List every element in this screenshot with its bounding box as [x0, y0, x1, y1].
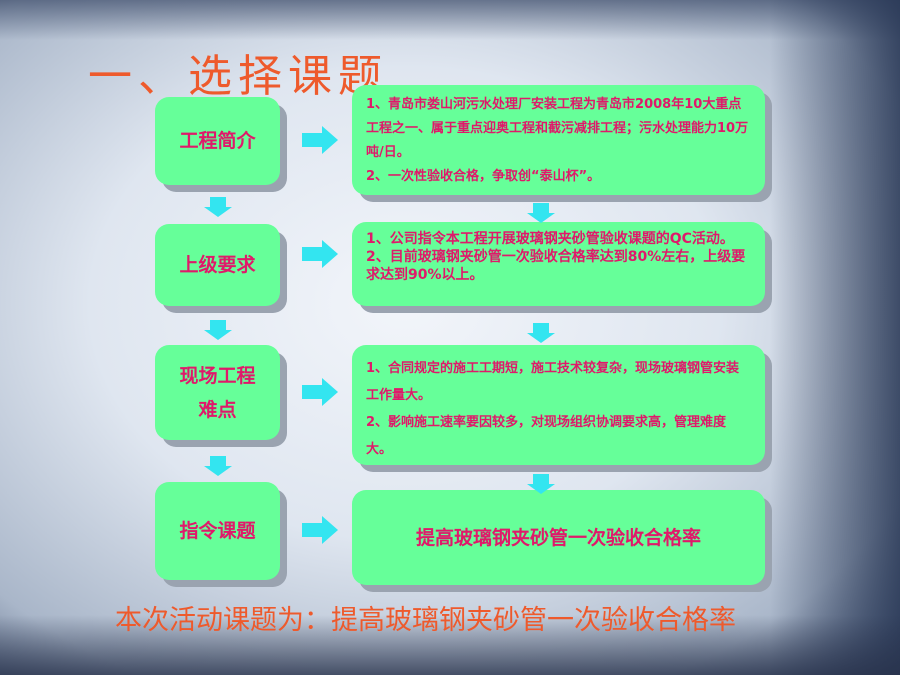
detail-line: 提高玻璃钢夹砂管一次验收合格率	[415, 526, 701, 549]
detail-line: 1、青岛市娄山河污水处理厂安装工程为青岛市2008年10大重点工程之一、属于重点…	[366, 97, 749, 160]
background-shade	[0, 0, 900, 40]
arrow-down-icon	[527, 203, 555, 223]
step-label: 工程简介	[179, 130, 256, 152]
step-box-requirement: 上级要求	[155, 224, 280, 306]
detail-box-requirement: 1、公司指令本工程开展玻璃钢夹砂管验收课题的QC活动。 2、目前玻璃钢夹砂管一次…	[352, 222, 765, 306]
step-box-intro: 工程简介	[155, 97, 280, 185]
background-shade	[0, 615, 900, 675]
summary-text: 本次活动课题为：提高玻璃钢夹砂管一次验收合格率	[115, 605, 736, 636]
detail-line: 2、一次性验收合格，争取创“泰山杯”。	[366, 169, 601, 184]
step-label: 现场工程难点	[179, 364, 256, 421]
background-shade	[770, 0, 900, 675]
step-label: 指令课题	[179, 520, 256, 542]
step-box-difficulty: 现场工程难点	[155, 345, 280, 440]
arrow-down-icon	[204, 456, 232, 476]
detail-line: 1、合同规定的施工工期短，施工技术较复杂，现场玻璃钢管安装工作量大。	[366, 361, 740, 403]
detail-box-intro: 1、青岛市娄山河污水处理厂安装工程为青岛市2008年10大重点工程之一、属于重点…	[352, 85, 765, 195]
arrow-down-icon	[527, 474, 555, 494]
arrow-down-icon	[204, 197, 232, 217]
arrow-down-icon	[527, 323, 555, 343]
step-label: 上级要求	[179, 254, 256, 276]
arrow-right-icon	[302, 240, 338, 268]
detail-line: 2、影响施工速率要因较多，对现场组织协调要求高，管理难度大。	[366, 415, 727, 457]
arrow-right-icon	[302, 378, 338, 406]
detail-line: 2、目前玻璃钢夹砂管一次验收合格率达到80%左右，上级要求达到90%以上。	[366, 249, 746, 283]
detail-line: 1、公司指令本工程开展玻璃钢夹砂管验收课题的QC活动。	[366, 231, 734, 247]
step-box-topic: 指令课题	[155, 482, 280, 580]
arrow-right-icon	[302, 516, 338, 544]
detail-box-topic: 提高玻璃钢夹砂管一次验收合格率	[352, 490, 765, 585]
slide-title: 一、选择课题	[88, 51, 388, 102]
arrow-down-icon	[204, 320, 232, 340]
arrow-right-icon	[302, 126, 338, 154]
detail-box-difficulty: 1、合同规定的施工工期短，施工技术较复杂，现场玻璃钢管安装工作量大。 2、影响施…	[352, 345, 765, 465]
